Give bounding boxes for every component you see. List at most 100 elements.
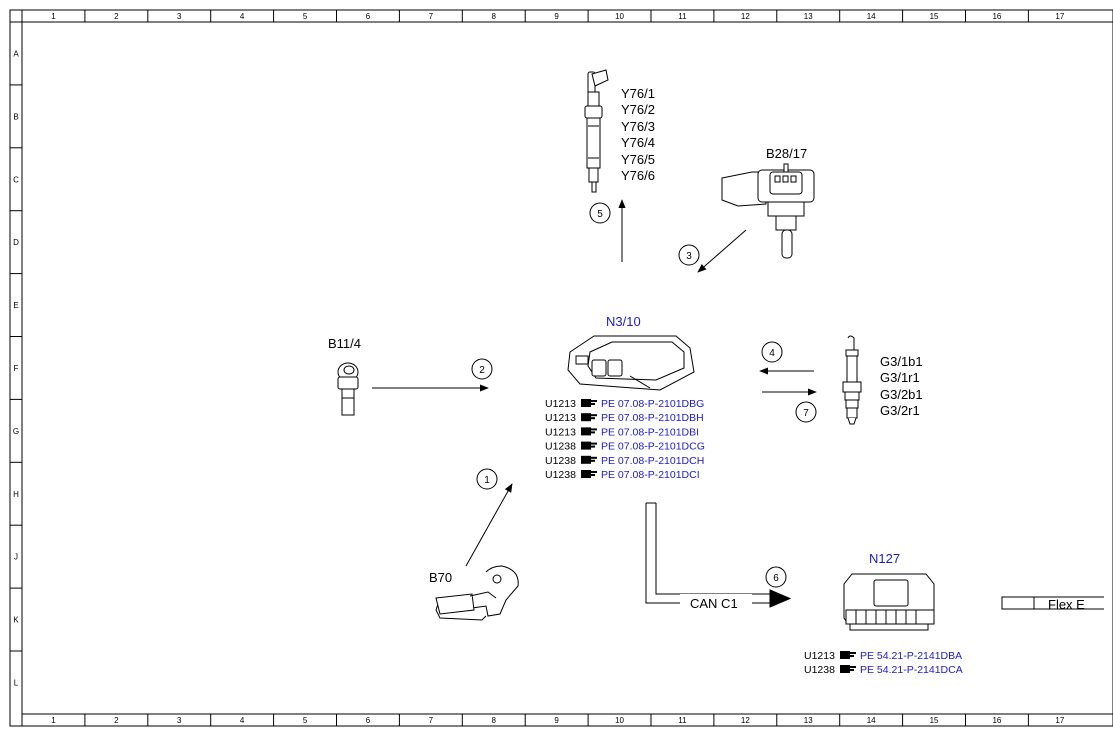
injector-icon <box>584 69 609 193</box>
grid-row-label: J <box>14 553 18 562</box>
flex-e-line <box>1001 596 1104 610</box>
grid-column-label: 8 <box>492 716 497 725</box>
reference-code: U1238 <box>545 469 576 481</box>
arrow-3 <box>697 229 747 273</box>
crank-sensor-label: B70 <box>429 570 452 585</box>
o2-sensor-label: G3/2r1 <box>880 403 920 418</box>
grid-column-label: 9 <box>554 716 559 725</box>
flex-e-label: Flex E <box>1048 597 1085 612</box>
grid-column-label: 14 <box>867 12 876 21</box>
grid-column-label: 4 <box>240 716 245 725</box>
grid-row-label: C <box>13 175 19 184</box>
signal-arrows <box>372 199 817 567</box>
signal-marker-6: 6 <box>765 566 787 588</box>
reference-link[interactable]: PE 07.08-P-2101DBG <box>601 398 704 410</box>
grid-column-label: 3 <box>177 716 182 725</box>
signal-marker-1: 1 <box>476 468 498 490</box>
reference-row: U1238 PE 07.08-P-2101DCH <box>545 455 704 467</box>
grid-row-label: F <box>14 364 19 373</box>
reference-code: U1238 <box>545 455 576 467</box>
reference-row: U1213 PE 54.21-P-2141DBA <box>804 650 962 662</box>
injector-label: Y76/3 <box>621 119 655 134</box>
grid-column-label: 14 <box>867 716 876 725</box>
reference-link[interactable]: PE 07.08-P-2101DCH <box>601 455 704 467</box>
grid-column-label: 4 <box>240 12 245 21</box>
grid-column-label: 13 <box>804 12 813 21</box>
grid-column-label: 10 <box>615 716 624 725</box>
module-icon <box>843 573 935 631</box>
reference-code: U1238 <box>545 441 576 453</box>
svg-text:7: 7 <box>803 408 809 419</box>
grid-column-label: 1 <box>51 716 56 725</box>
pointing-hand-icon <box>581 470 597 478</box>
grid-labels: 1122334455667788991010111112121313141415… <box>13 12 1065 725</box>
reference-code: U1213 <box>545 398 576 410</box>
o2-sensor-label: G3/1r1 <box>880 370 920 385</box>
reference-link[interactable]: PE 07.08-P-2101DBI <box>601 426 699 438</box>
signal-marker-5: 5 <box>589 202 611 224</box>
reference-row: U1213 PE 07.08-P-2101DBG <box>545 398 704 410</box>
grid-column-label: 6 <box>366 716 371 725</box>
grid-row-label: B <box>13 112 18 121</box>
signal-marker-4: 4 <box>761 341 783 363</box>
reference-link[interactable]: PE 07.08-P-2101DCG <box>601 441 705 453</box>
grid-column-label: 8 <box>492 12 497 21</box>
drawing-frame <box>9 9 1113 727</box>
grid-column-label: 3 <box>177 12 182 21</box>
signal-markers: 5 3 2 4 7 1 6 <box>471 202 817 588</box>
grid-column-label: 7 <box>429 12 434 21</box>
grid-column-label: 17 <box>1055 12 1064 21</box>
grid-column-label: 15 <box>930 716 939 725</box>
injector-label: Y76/1 <box>621 86 655 101</box>
grid-column-label: 6 <box>366 12 371 21</box>
reference-link[interactable]: PE 54.21-P-2141DBA <box>860 650 962 662</box>
grid-column-label: 10 <box>615 12 624 21</box>
pointing-hand-icon <box>581 427 597 436</box>
injector-labels: Y76/1 Y76/2 Y76/3 Y76/4 Y76/5 Y76/6 <box>621 86 655 183</box>
svg-text:2: 2 <box>479 365 485 376</box>
reference-link[interactable]: PE 54.21-P-2141DCA <box>860 664 963 676</box>
ecu-label: N3/10 <box>606 314 641 329</box>
arrow-1 <box>465 483 513 567</box>
injector-label: Y76/2 <box>621 102 655 117</box>
svg-text:6: 6 <box>773 573 779 584</box>
reference-code: U1213 <box>804 650 835 662</box>
grid-column-label: 9 <box>554 12 559 21</box>
can-bus-label: CAN C1 <box>690 596 738 611</box>
grid-ticks <box>10 10 1029 726</box>
grid-column-label: 2 <box>114 12 119 21</box>
reference-link[interactable]: PE 07.08-P-2101DCI <box>601 469 700 481</box>
pointing-hand-icon <box>581 413 597 422</box>
signal-marker-7: 7 <box>795 401 817 423</box>
reference-row: U1238 PE 07.08-P-2101DCI <box>545 469 700 481</box>
grid-column-label: 12 <box>741 716 750 725</box>
crank-sensor-icon <box>435 565 519 621</box>
pointing-hand-icon <box>581 455 597 464</box>
grid-row-label: K <box>13 616 19 625</box>
svg-text:5: 5 <box>597 209 603 220</box>
grid-column-label: 11 <box>678 12 687 21</box>
reference-row: U1213 PE 07.08-P-2101DBI <box>545 426 699 438</box>
reference-link[interactable]: PE 07.08-P-2101DBH <box>601 412 704 424</box>
grid-column-label: 1 <box>51 12 56 21</box>
pressure-sensor-icon <box>721 163 815 259</box>
o2-sensor-labels: G3/1b1 G3/1r1 G3/2b1 G3/2r1 <box>880 354 923 418</box>
reference-code: U1213 <box>545 426 576 438</box>
pointing-hand-icon <box>581 399 597 407</box>
injector-label: Y76/4 <box>621 135 655 150</box>
grid-row-label: L <box>14 678 19 687</box>
o2-sensor-label: G3/1b1 <box>880 354 923 369</box>
grid-column-label: 7 <box>429 716 434 725</box>
o2-sensor-icon <box>842 335 862 425</box>
o2-sensor-label: G3/2b1 <box>880 387 923 402</box>
grid-column-label: 15 <box>930 12 939 21</box>
grid-column-label: 17 <box>1055 716 1064 725</box>
reference-row: U1238 PE 07.08-P-2101DCG <box>545 441 705 453</box>
signal-marker-3: 3 <box>678 244 700 266</box>
grid-column-label: 16 <box>992 716 1001 725</box>
grid-row-label: H <box>13 490 19 499</box>
